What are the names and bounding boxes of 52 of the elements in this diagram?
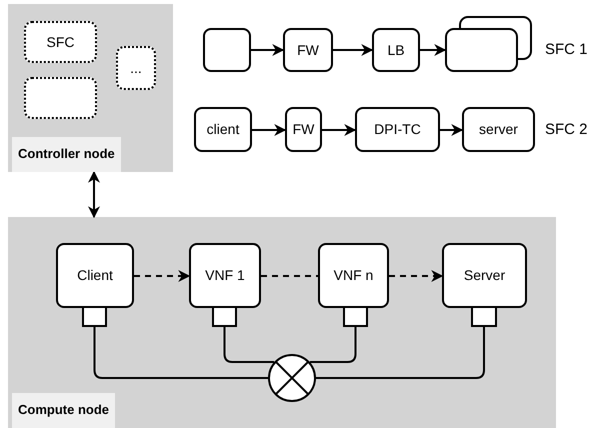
process-box — [56, 243, 134, 308]
connector-line — [94, 327, 268, 379]
node-label: ... — [130, 60, 142, 76]
dashed-arrow — [134, 270, 190, 282]
process-box — [318, 243, 389, 308]
node-label: DPI-TC — [374, 121, 421, 138]
dotted-box — [24, 21, 97, 63]
arrow — [251, 44, 284, 56]
node-label: Server — [464, 267, 506, 284]
arrow — [252, 124, 286, 136]
process-box — [189, 243, 261, 308]
process-box — [355, 107, 440, 152]
node-panel — [8, 4, 173, 172]
panel-heading: Controller node — [12, 137, 121, 172]
process-box — [285, 107, 322, 152]
node-label: SFC — [46, 34, 74, 50]
connector-line — [310, 327, 356, 363]
arrow — [333, 44, 374, 56]
port-box — [82, 306, 107, 327]
panel-heading: Compute node — [12, 393, 115, 428]
process-box — [194, 107, 252, 152]
node-label: FW — [292, 121, 314, 138]
chain-label: SFC 2 — [545, 121, 588, 138]
port-box — [343, 306, 368, 327]
node-label: client — [206, 121, 240, 138]
dotted-box — [116, 46, 156, 90]
node-label: server — [479, 121, 518, 138]
process-box — [372, 28, 420, 72]
node-label: VNF n — [334, 267, 374, 284]
arrow — [88, 170, 100, 218]
process-box — [203, 28, 251, 72]
switch-circle — [268, 354, 316, 402]
arrow — [420, 44, 446, 56]
node-label: FW — [297, 42, 319, 58]
process-box — [442, 243, 527, 308]
chain-label: SFC 1 — [545, 41, 588, 58]
arrow — [440, 124, 464, 136]
connector-line — [316, 327, 485, 379]
dashed-arrow — [389, 270, 444, 282]
node-label: LB — [387, 42, 405, 58]
stacked-box-drawing — [445, 16, 532, 72]
port-box — [212, 306, 237, 327]
dashed-line — [261, 275, 318, 277]
node-panel — [8, 217, 556, 428]
dotted-box — [24, 77, 97, 119]
node-label: VNF 1 — [205, 267, 245, 284]
process-box — [283, 28, 333, 72]
process-box — [462, 107, 535, 152]
port-box — [471, 306, 497, 327]
arrow — [322, 124, 356, 136]
node-label: Client — [77, 267, 113, 284]
connector-line — [224, 327, 274, 363]
